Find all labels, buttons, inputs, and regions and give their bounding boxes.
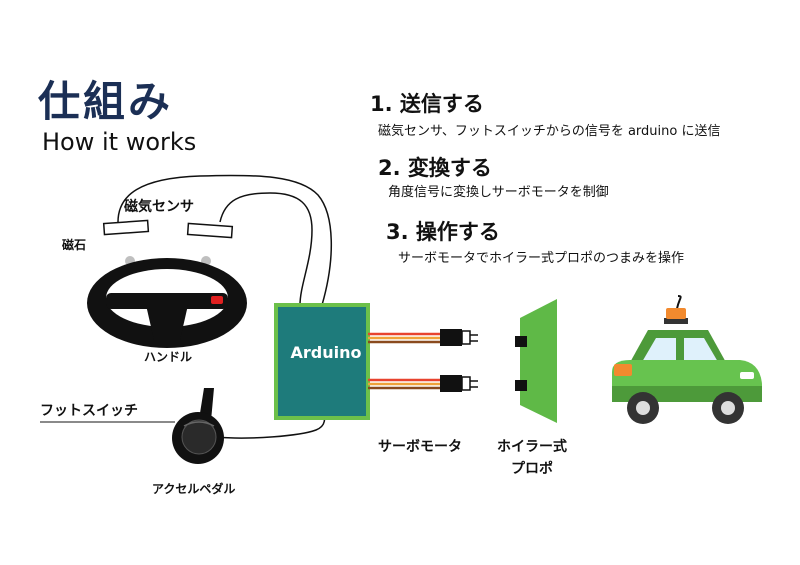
page-title: 仕組み [38,77,174,126]
page-subtitle: How it works [42,128,197,156]
propo-knob-top [515,336,527,347]
sensor-wire-right [219,192,313,306]
rc-car-icon [612,295,762,424]
propo-knob-bottom [515,380,527,391]
servo-wire-2 [368,375,478,392]
step-2-title: 2. 変換する [378,156,492,180]
arduino-label: Arduino [290,343,362,362]
steering-wheel-icon [87,256,247,348]
sensor-wire-left [117,174,333,306]
handle-label: ハンドル [144,350,193,364]
magnet-label: 磁石 [62,238,87,252]
step-1-desc: 磁気センサ、フットスイッチからの信号を arduino に送信 [378,124,721,139]
wheel-propo-label-line1: ホイラー式 [497,439,567,455]
foot-pedal-icon [172,388,224,464]
servo-motor-label: サーボモータ [378,439,462,455]
magnetic-sensor-right [186,222,234,239]
magnetic-sensor-label: 磁気センサ [124,199,194,215]
step-3-title: 3. 操作する [386,220,500,244]
accel-pedal-label: アクセルペダル [152,482,236,496]
step-3-desc: サーボモータでホイラー式プロポのつまみを操作 [398,251,685,266]
step-1-title: 1. 送信する [370,92,484,116]
servo-wire-1 [368,329,478,346]
foot-switch-label: フットスイッチ [40,403,138,419]
step-2-desc: 角度信号に変換しサーボモータを制御 [388,185,609,200]
wheel-propo-icon [520,299,557,423]
magnetic-sensor-left [102,219,150,236]
wheel-propo-label-line2: プロポ [511,461,553,477]
arduino-board [274,303,370,420]
